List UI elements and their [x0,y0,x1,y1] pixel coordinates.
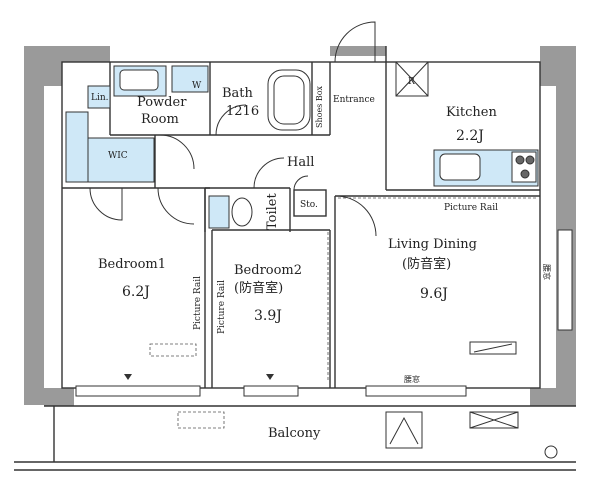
windows [75,229,573,397]
toilet-sink [208,195,230,229]
outdoor-unit [177,411,225,429]
bathtub-inner [273,75,305,125]
top-wall-left [62,46,110,62]
hall-label: Hall [287,155,314,170]
burner-1 [515,155,525,165]
bath-door [215,104,247,136]
balcony-box-x2 [469,411,519,429]
wic-shelf [87,137,155,183]
bedroom2-note: (防音室) [234,280,283,296]
kitchen-sink [439,153,481,181]
living-door [335,195,377,237]
picture-rail-bedroom2: Picture Rail [217,280,227,334]
window-low-right: 腰窓 [542,264,552,280]
linen-box [87,85,111,109]
sink-basin [119,69,159,91]
aircon-living [469,341,517,355]
bedroom1-door [89,187,123,221]
bedroom2-size: 3.9J [254,308,282,324]
bath-label: Bath [222,86,254,101]
powder-label-2: Room [141,112,179,127]
bottom-left-wall [44,388,74,406]
living-label: Living Dining [388,237,477,252]
window-bedroom2 [243,385,299,397]
bedroom1-size: 6.2J [122,284,150,300]
window-living [365,385,467,397]
balcony-hatch [385,411,423,449]
balcony-box [469,411,519,429]
window-bedroom1 [75,385,201,397]
balcony-label: Balcony [268,426,321,441]
storage-label: Sto. [300,200,318,210]
burner-2 [525,155,535,165]
dashed-marks [149,197,536,429]
living-size: 9.6J [420,286,448,302]
burner-3 [520,169,530,179]
linen-label: Lin. [91,93,109,103]
toilet-label: Toilet [265,193,280,230]
bottom-right-wall [530,388,576,406]
bedroom2-label: Bedroom2 [234,263,302,278]
toilet-door [253,157,285,189]
window-low-bottom: 腰窓 [404,374,420,384]
window-right [557,229,573,331]
picture-rail-bedroom1: Picture Rail [193,276,203,330]
fridge-x2 [395,61,429,97]
powder-label-1: Powder [137,95,187,110]
aircon-bedroom1 [149,343,197,357]
top-wall-entrance [330,46,386,56]
washer-label: W [192,81,202,91]
mark-bedroom1 [124,374,132,380]
mark-bedroom2 [266,374,274,380]
fridge-label: R [408,77,415,87]
doors [89,21,377,237]
wic-label: WIC [108,151,128,161]
living-note: (防音室) [402,256,451,272]
drain [544,445,558,459]
entrance-door [334,21,376,63]
bedroom1-label: Bedroom1 [98,257,166,272]
aircon-living-line [473,343,513,353]
fixtures [65,61,539,229]
hall-door [157,187,195,225]
entrance-label: Entrance [333,95,375,105]
shoesbox-label: Shoes Box [315,85,324,128]
toilet-bowl [231,197,253,227]
washer-box [171,65,209,93]
kitchen-label: Kitchen [446,105,497,120]
kitchen-size: 2.2J [456,128,484,144]
bath-size: 1216 [226,104,259,119]
wic-area [65,111,89,183]
balcony-hatch-mark [389,416,419,445]
powder-door [159,134,195,170]
right-wall [540,46,576,405]
left-wall [24,46,62,405]
balcony-items [385,341,558,459]
unit-outline [61,61,541,389]
storage-door [293,175,309,191]
picture-rail-living: Picture Rail [444,203,498,213]
storage-box [293,189,327,217]
